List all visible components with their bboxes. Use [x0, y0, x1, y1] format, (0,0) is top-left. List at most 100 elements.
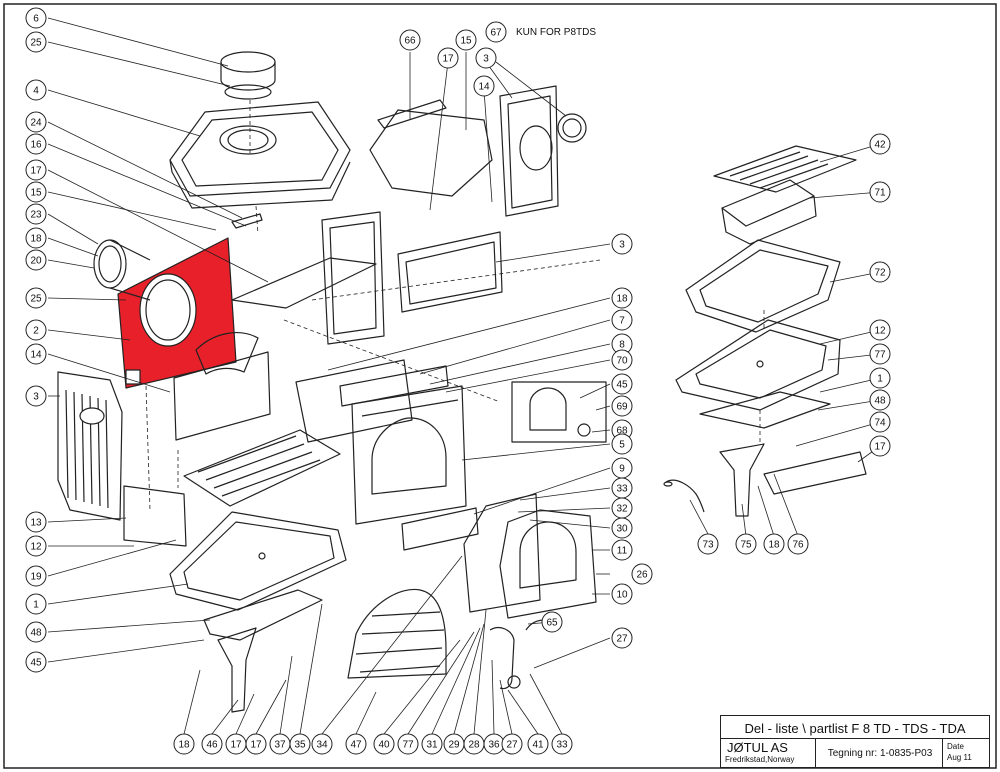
callout-9: 9	[611, 457, 633, 479]
part-top-cap	[220, 51, 276, 100]
callout-17: 17	[225, 733, 247, 755]
callout-label: 16	[30, 140, 42, 151]
callout-label: 71	[874, 188, 886, 199]
callout-70: 70	[611, 349, 633, 371]
callout-36: 36	[483, 733, 505, 755]
callout-72: 72	[869, 261, 891, 283]
callout-label: 73	[702, 540, 714, 551]
callout-label: 14	[30, 350, 42, 361]
callout-label: 40	[378, 740, 390, 751]
callout-74: 74	[869, 411, 891, 433]
callout-42: 42	[869, 133, 891, 155]
part-rear-frame	[321, 211, 385, 345]
callout-label: 12	[30, 542, 42, 553]
callout-label: 31	[426, 740, 438, 751]
callout-label: 3	[483, 54, 489, 65]
company-name: JØTUL AS	[727, 740, 788, 755]
callout-18: 18	[763, 533, 785, 555]
drawing-number: Tegning nr: 1-0835-P03	[815, 738, 945, 768]
callout-32: 32	[611, 497, 633, 519]
part-smoke-baffle	[231, 257, 377, 309]
callout-label: 68	[616, 426, 628, 437]
callout-75: 75	[735, 533, 757, 555]
callout-label: 45	[616, 380, 628, 391]
callout-1: 1	[869, 367, 891, 389]
callout-3: 3	[25, 385, 47, 407]
callout-76: 76	[787, 533, 809, 555]
callout-29: 29	[443, 733, 465, 755]
callout-label: 10	[616, 590, 628, 601]
callout-2: 2	[25, 319, 47, 341]
callout-label: 29	[448, 740, 460, 751]
callout-33: 33	[551, 733, 573, 755]
callout-label: 17	[442, 54, 454, 65]
callout-6: 6	[25, 7, 47, 29]
callout-15: 15	[455, 29, 477, 51]
callout-label: 41	[532, 740, 544, 751]
callout-18: 18	[611, 287, 633, 309]
callout-25: 25	[25, 287, 47, 309]
callout-label: 48	[874, 396, 886, 407]
callout-label: 18	[178, 740, 190, 751]
callout-label: 17	[230, 740, 242, 751]
callout-label: 3	[33, 392, 39, 403]
part-bracket	[231, 213, 263, 229]
callout-label: 75	[740, 540, 752, 551]
callout-46: 46	[201, 733, 223, 755]
callout-45: 45	[25, 651, 47, 673]
note-text: KUN FOR P8TDS	[516, 27, 597, 38]
callout-17: 17	[245, 733, 267, 755]
callout-31: 31	[421, 733, 443, 755]
callout-4: 4	[25, 79, 47, 101]
callout-label: 35	[294, 740, 306, 751]
callout-label: 9	[619, 464, 625, 475]
part-floor-plate	[763, 451, 867, 495]
callout-45: 45	[611, 373, 633, 395]
part-base-plate	[169, 511, 347, 611]
callout-19: 19	[25, 565, 47, 587]
callout-label: 26	[636, 570, 648, 581]
callout-11: 11	[611, 539, 633, 561]
callout-17: 17	[25, 159, 47, 181]
part-cable	[663, 479, 705, 513]
part-ash-drawer	[721, 179, 817, 245]
callout-label: 33	[556, 740, 568, 751]
callout-label: 24	[30, 118, 42, 129]
callout-label: 1	[33, 600, 39, 611]
callout-label: 5	[619, 440, 625, 451]
callout-77: 77	[397, 733, 419, 755]
callout-label: 27	[506, 740, 518, 751]
callout-27: 27	[501, 733, 523, 755]
callout-label: 23	[30, 210, 42, 221]
callout-label: 33	[616, 484, 628, 495]
callout-12: 12	[25, 535, 47, 557]
part-glass-frame	[397, 231, 503, 313]
part-fire-brick	[295, 359, 413, 443]
callout-label: 77	[874, 350, 886, 361]
part-baffle	[173, 332, 271, 441]
callout-label: 17	[250, 740, 262, 751]
callout-label: 28	[468, 740, 480, 751]
callout-label: 65	[546, 618, 558, 629]
part-side-plate	[123, 485, 187, 547]
callout-34: 34	[311, 733, 333, 755]
callout-23: 23	[25, 203, 47, 225]
part-log-retainer	[401, 507, 479, 551]
part-flue-collar	[93, 239, 151, 301]
title-block-company: JØTUL AS Fredrikstad,Norway	[720, 738, 818, 768]
drawing-frame	[3, 3, 997, 769]
callout-33: 33	[611, 477, 633, 499]
callout-label: 18	[30, 234, 42, 245]
callout-label: 25	[30, 294, 42, 305]
callout-12: 12	[869, 319, 891, 341]
part-brick-row	[339, 365, 449, 407]
callout-label: 3	[619, 240, 625, 251]
callout-label: 13	[30, 518, 42, 529]
part-door-inset	[511, 381, 607, 443]
callout-13: 13	[25, 511, 47, 533]
part-pedestal-panel	[699, 391, 831, 429]
callout-label: 30	[616, 524, 628, 535]
callout-65: 65	[541, 611, 563, 633]
callout-label: 72	[874, 268, 886, 279]
